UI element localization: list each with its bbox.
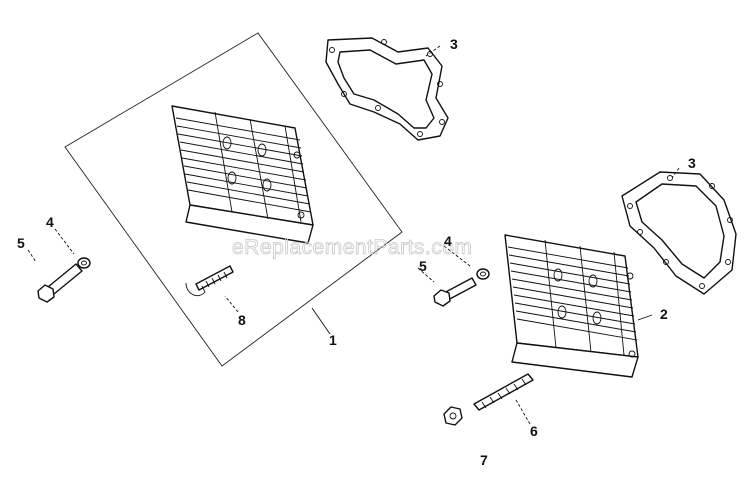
nut — [443, 406, 463, 426]
callout-6-stud: 6 — [530, 423, 538, 439]
callout-3-upper-gasket: 3 — [450, 36, 458, 52]
callout-5-left-bolt: 5 — [17, 235, 25, 251]
callout-4-left-washer: 4 — [46, 214, 54, 230]
bolt-right — [433, 277, 477, 307]
washer-left — [77, 257, 91, 269]
callout-4-right-washer: 4 — [444, 233, 452, 249]
head-gasket-upper — [325, 37, 449, 141]
callout-7-nut: 7 — [480, 452, 488, 468]
callout-3-lower-gasket: 3 — [688, 155, 696, 171]
washer-right — [476, 268, 490, 280]
callout-5-right-bolt: 5 — [419, 258, 427, 274]
callout-2-cylinder-head: 2 — [660, 306, 668, 322]
cylinder-head-upper — [171, 105, 314, 244]
cylinder-head-lower — [504, 234, 639, 378]
bolt-left — [37, 263, 83, 303]
head-gasket-lower — [621, 171, 737, 295]
stud-bolt — [185, 265, 234, 297]
stud — [473, 373, 534, 411]
assembly-frame — [64, 32, 403, 367]
watermark: eReplacementParts.com — [232, 236, 472, 259]
callout-8-stud-bolt: 8 — [238, 312, 246, 328]
leader-lines — [27, 45, 680, 425]
callout-1-assembly: 1 — [329, 332, 337, 348]
